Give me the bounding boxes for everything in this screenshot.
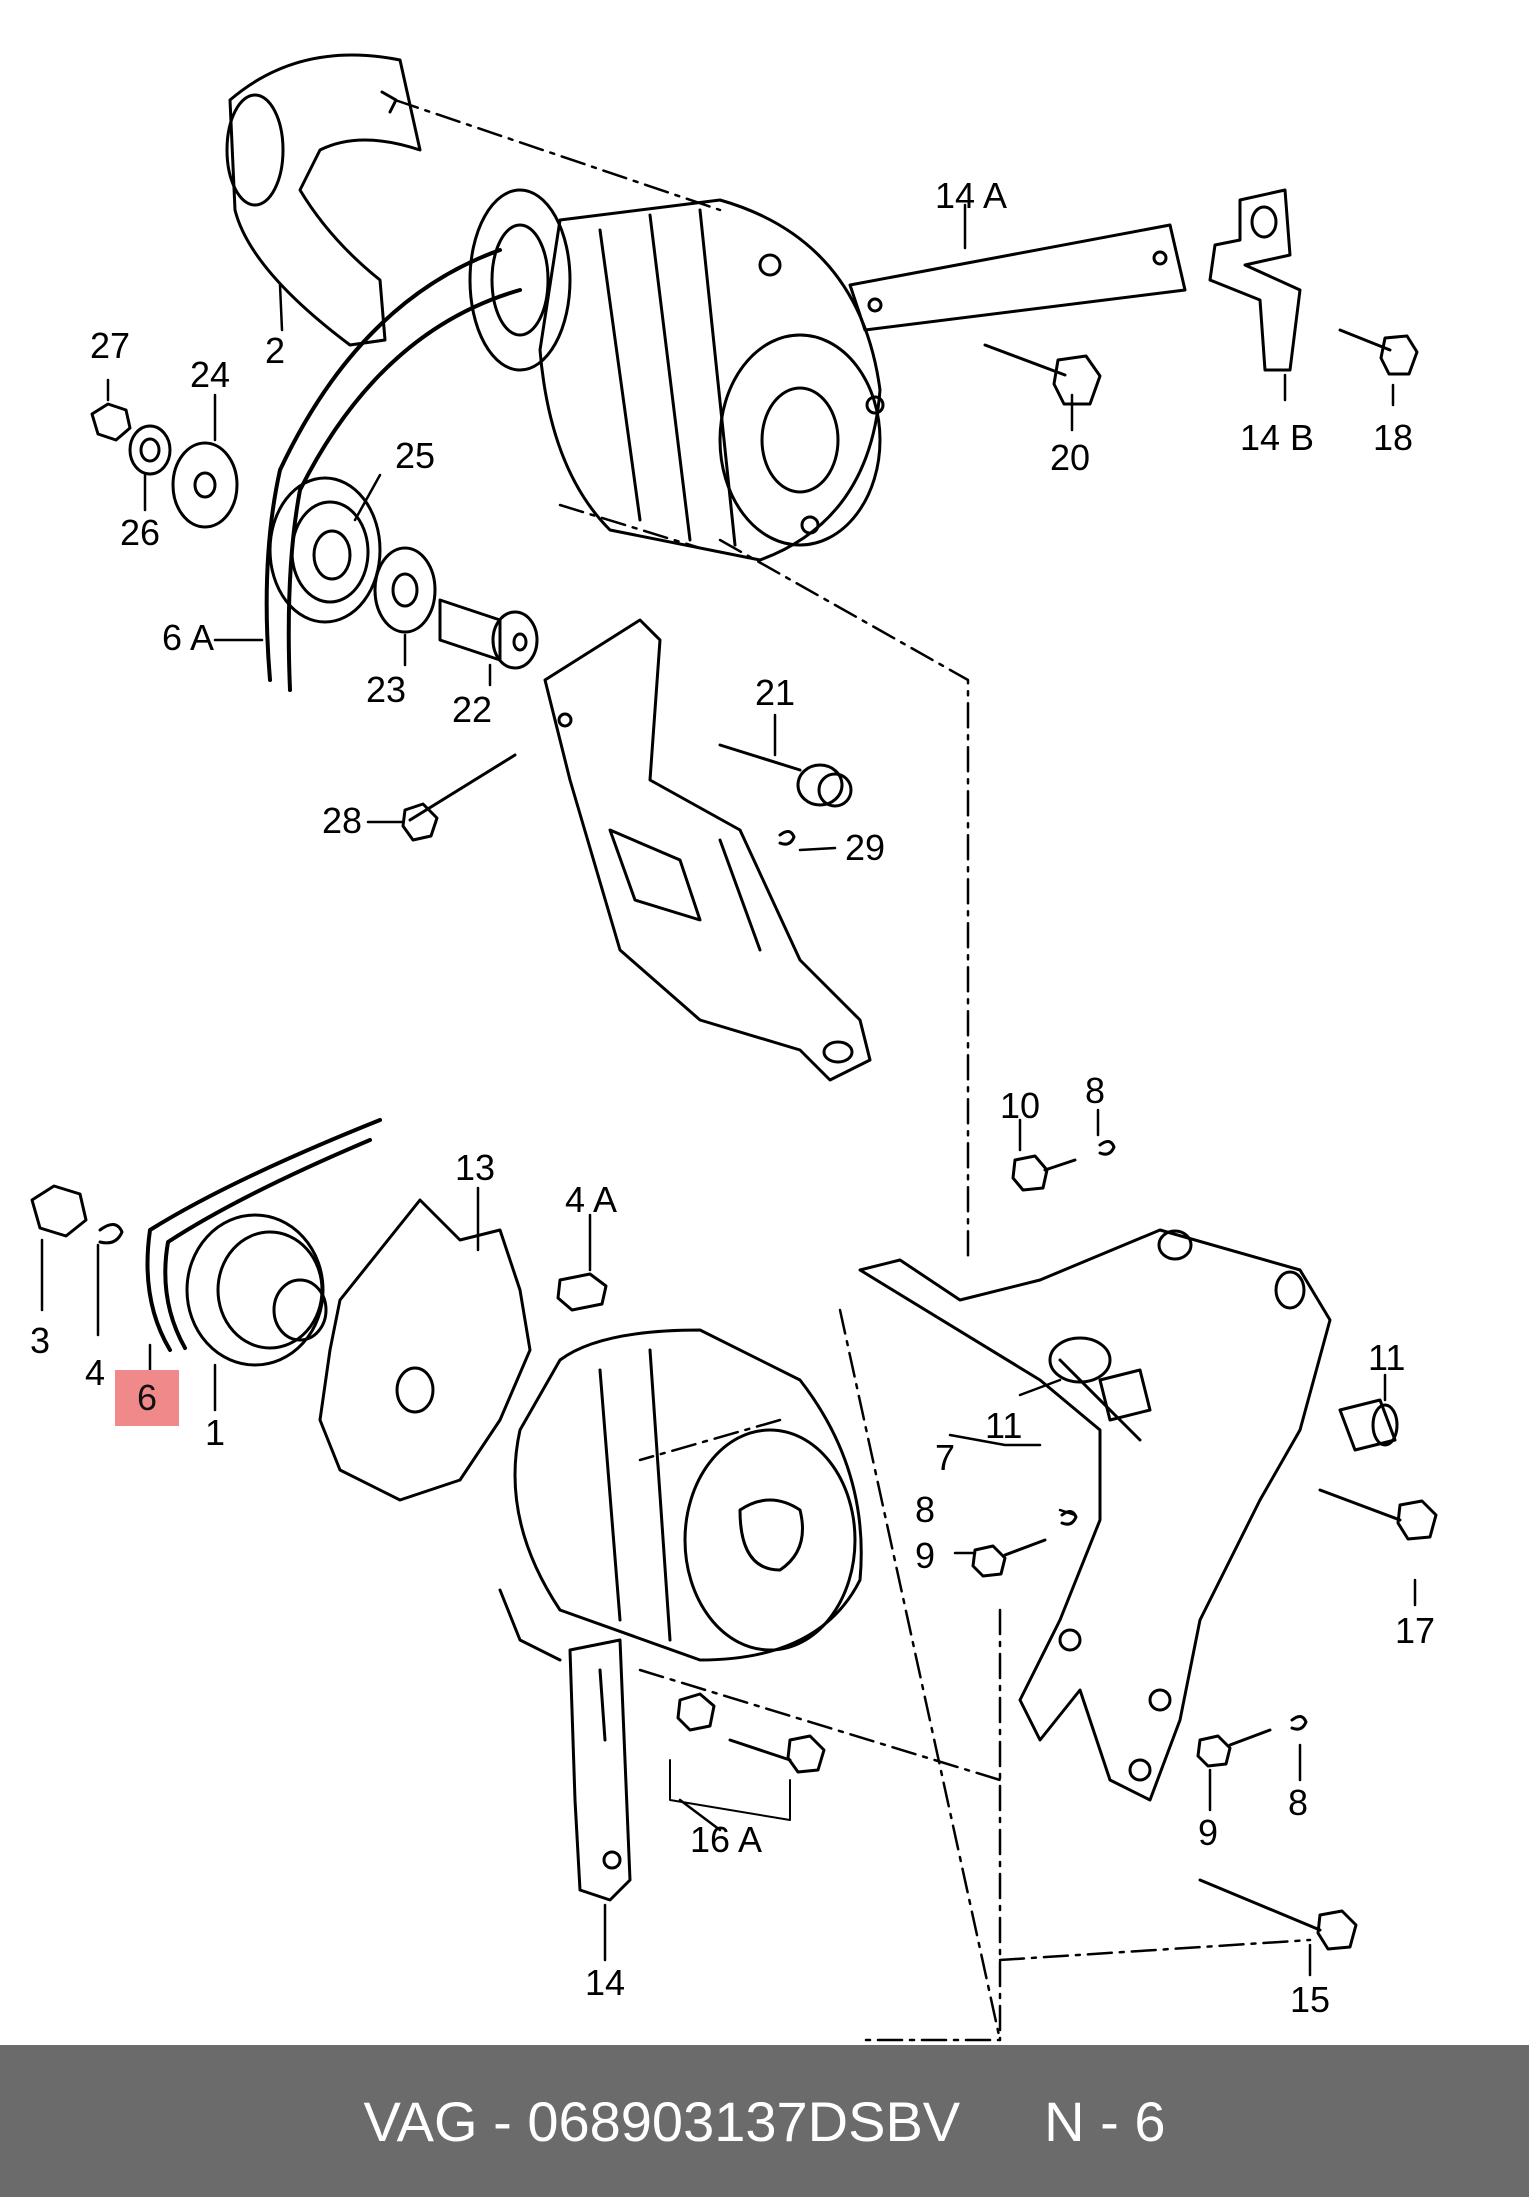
washer-23 <box>373 546 437 634</box>
callout-8-middle: 8 <box>915 1489 936 1530</box>
callout-10: 10 <box>1000 1085 1041 1126</box>
callout-9-left: 9 <box>915 1535 936 1576</box>
pulley-25 <box>268 476 382 624</box>
bolt-28 <box>401 753 517 842</box>
bolt-20 <box>983 343 1102 406</box>
bolt-15 <box>1198 1878 1358 1951</box>
bolt-9b <box>1196 1728 1272 1768</box>
bolt-10 <box>1011 1154 1077 1192</box>
nut-3 <box>30 1184 88 1238</box>
pulley-24 <box>171 441 239 529</box>
callout-7: 7 <box>935 1437 956 1478</box>
callout-13: 13 <box>455 1147 496 1188</box>
callout-28: 28 <box>322 800 363 841</box>
callout-18: 18 <box>1373 417 1414 458</box>
bolt-18 <box>1338 328 1419 376</box>
bracket-14B <box>1208 188 1302 372</box>
exploded-parts-diagram: 2 14 A 27 24 26 25 6 A 23 22 20 14 B 18 … <box>30 53 1438 2042</box>
leader-lines <box>40 203 1417 1977</box>
callout-20: 20 <box>1050 437 1091 478</box>
bolt-9a <box>971 1538 1047 1578</box>
callout-27: 27 <box>90 325 131 366</box>
bolt-17 <box>1318 1488 1438 1541</box>
nut-27 <box>90 402 132 442</box>
lower-alternator <box>498 1328 863 1662</box>
clip-8c <box>1290 1715 1308 1731</box>
callout-11-left: 11 <box>985 1405 1023 1446</box>
sleeve-11a <box>1098 1368 1152 1422</box>
belt-cover-part-2 <box>225 53 422 347</box>
pulley-1 <box>185 1213 328 1367</box>
clip-8a <box>1098 1140 1116 1156</box>
callout-6-highlighted: 6 <box>115 1370 180 1426</box>
callout-15: 15 <box>1290 1979 1331 2020</box>
clip-29 <box>778 830 796 846</box>
part-number: VAG - 068903137DSBV <box>363 2089 961 2153</box>
callout-24: 24 <box>190 354 231 395</box>
callout-22: 22 <box>452 689 493 730</box>
bracket-14 <box>568 1638 632 1902</box>
bracket-14A <box>848 223 1187 332</box>
diagram-drawing <box>30 53 1438 2042</box>
callout-26: 26 <box>120 512 161 553</box>
sleeve-11b <box>1338 1398 1399 1452</box>
upper-alternator <box>468 188 885 562</box>
clip-4 <box>98 1223 124 1245</box>
v-belt-6A <box>264 248 522 692</box>
callout-14B: 14 B <box>1240 417 1315 458</box>
callout-23: 23 <box>366 669 407 710</box>
callout-14A: 14 A <box>935 175 1008 216</box>
callout-8-bottom: 8 <box>1288 1782 1309 1823</box>
v-belt-lower <box>145 1118 382 1352</box>
callout-11-right: 11 <box>1368 1337 1406 1378</box>
footer-bar: VAG - 068903137DSBV N - 6 <box>0 2045 1529 2197</box>
bolt-group-16A <box>669 1692 826 1821</box>
callout-29: 29 <box>845 827 886 868</box>
washer-26 <box>128 424 172 476</box>
engine-mount-bracket <box>858 1228 1332 1802</box>
callout-4A: 4 A <box>565 1179 618 1220</box>
callout-14: 14 <box>585 1962 626 2003</box>
callout-2: 2 <box>265 330 286 371</box>
callout-25: 25 <box>395 435 436 476</box>
page-indicator: N - 6 <box>1044 2089 1166 2153</box>
assembly-lines <box>393 98 1312 2042</box>
callout-21: 21 <box>755 672 796 713</box>
callout-1: 1 <box>205 1412 226 1453</box>
callout-17: 17 <box>1395 1610 1436 1651</box>
callout-3: 3 <box>30 1320 51 1361</box>
fan-13 <box>318 1198 532 1502</box>
bolt-21 <box>718 743 853 808</box>
callout-8-top: 8 <box>1085 1070 1106 1111</box>
callout-6A: 6 A <box>162 617 215 658</box>
callout-16A: 16 A <box>690 1819 763 1860</box>
tensioner-bracket <box>543 618 872 1082</box>
sleeve-22 <box>438 598 539 670</box>
callout-4: 4 <box>85 1352 106 1393</box>
key-4A <box>556 1272 608 1312</box>
callout-9-bottom: 9 <box>1198 1812 1219 1853</box>
